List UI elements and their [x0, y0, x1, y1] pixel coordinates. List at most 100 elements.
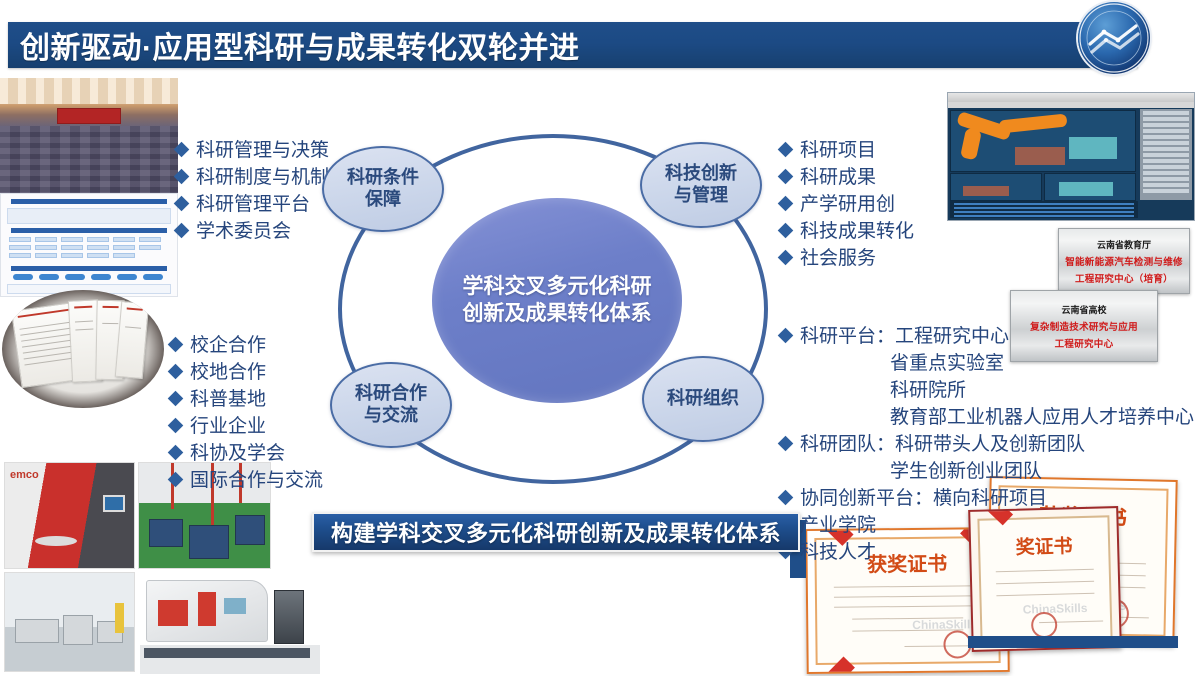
photo-detail	[15, 619, 59, 643]
diagram-ring	[338, 134, 768, 484]
list-item-sublabel: 省重点实验室	[890, 352, 1005, 374]
list-item-label: 科研管理与决策	[196, 140, 330, 161]
photo-detail	[35, 253, 57, 258]
list-item-label: 产业学院	[800, 514, 877, 536]
photo-detail	[87, 237, 109, 242]
diamond-bullet-icon	[173, 141, 190, 158]
college-emblem-logo	[1078, 2, 1150, 74]
certificate-watermark: ChinaSkills	[1022, 600, 1088, 617]
list-item-label: 国际合作与交流	[190, 469, 324, 491]
photo-detail	[948, 93, 1194, 102]
list-item-label: 科普基地	[190, 388, 267, 410]
list-item: 科技人才	[777, 540, 1194, 567]
photo-detail	[11, 228, 167, 233]
photo-detail	[963, 186, 1009, 196]
list-item-label: 协同创新平台：横向科研项目	[800, 487, 1048, 509]
diagram-core-label: 学科交叉多元化科研 创新及成果转化体系	[463, 274, 652, 328]
photo-detail	[198, 592, 216, 626]
photo-detail	[950, 110, 1136, 172]
photo-detail	[211, 463, 214, 533]
photo-detail	[0, 126, 178, 193]
plaque-title-line2: 工程研究中心	[1054, 339, 1114, 350]
diagram-node-research-organization[interactable]: 科研组织	[642, 356, 764, 442]
diagram-node-research-cooperation[interactable]: 科研合作 与交流	[330, 362, 452, 448]
list-item-label: 科研团队：科研带头人及创新团队	[800, 433, 1086, 455]
photo-detail	[143, 274, 163, 280]
photo-detail	[35, 237, 57, 242]
list-item: 科研制度与机制	[173, 165, 329, 192]
photo-detail	[1059, 182, 1113, 196]
photo-detail	[63, 615, 93, 645]
photo-detail	[144, 648, 310, 658]
list-item-label: 学术委员会	[196, 220, 292, 242]
plaque-issuer: 云南省高校	[1061, 304, 1107, 315]
list-item: 国际合作与交流	[167, 468, 324, 495]
bullet-list-cooperation: 校企合作 校地合作 科普基地 行业企业 科协及学会 国际合作与交流	[167, 333, 324, 495]
photo-detail	[91, 274, 111, 280]
diamond-bullet-icon	[167, 417, 184, 434]
list-item: 科研平台：工程研究中心	[777, 324, 1194, 351]
list-item-label: 科研平台：工程研究中心	[800, 326, 1010, 347]
page-title: 创新驱动·应用型科研与成果转化双轮并进	[20, 32, 580, 65]
plaque-yunnan-education-dept: 云南省教育厅 智能新能源汽车检测与维修 工程研究中心（培育）	[1058, 228, 1190, 294]
diamond-bullet-icon	[167, 390, 184, 407]
photo-detail	[13, 274, 33, 280]
photo-detail	[103, 495, 125, 512]
photo-detail	[274, 590, 304, 644]
slide-title-bar: 创新驱动·应用型科研与成果转化双轮并进	[8, 22, 1138, 68]
list-item-sublabel: 教育部工业机器人应用人才培养中心	[890, 406, 1195, 428]
list-item-label: 社会服务	[800, 247, 877, 269]
machine-cutaway-render	[140, 570, 320, 674]
core-line-1: 学科交叉多元化科研	[462, 274, 652, 298]
summary-banner: 构建学科交叉多元化科研创新及成果转化体系	[312, 512, 800, 552]
list-item: 科协及学会	[167, 441, 323, 468]
diamond-bullet-icon	[167, 444, 184, 461]
list-item: 科研管理与决策	[173, 138, 330, 165]
diamond-bullet-icon	[167, 471, 184, 488]
photo-detail	[0, 78, 178, 104]
photo-detail	[960, 127, 982, 161]
diamond-bullet-icon	[173, 222, 190, 239]
photo-detail	[9, 237, 31, 242]
node-line-2: 与管理	[674, 185, 728, 205]
plaque-title-line1: 智能新能源汽车检测与维修	[1065, 257, 1183, 268]
diagram-node-tech-innovation[interactable]: 科技创新 与管理	[640, 142, 762, 228]
photo-detail	[11, 266, 167, 271]
photo-detail	[113, 237, 135, 242]
photo-detail	[65, 274, 85, 280]
photo-detail	[87, 253, 109, 258]
list-item: 科研项目	[777, 138, 914, 165]
photo-detail	[39, 274, 59, 280]
cleanroom-automation-photo	[4, 572, 135, 672]
list-item: 科普基地	[167, 387, 323, 414]
summary-banner-label: 构建学科交叉多元化科研创新及成果转化体系	[330, 521, 781, 546]
list-item-label: 校地合作	[190, 361, 267, 383]
list-item: 科研团队：科研带头人及创新团队	[777, 432, 1194, 459]
photo-detail	[9, 253, 31, 258]
central-diagram: 学科交叉多元化科研 创新及成果转化体系 科研条件 保障 科技创新 与管理 科研合…	[312, 120, 792, 510]
core-line-2: 创新及成果转化体系	[462, 301, 652, 325]
diagram-node-label: 科研组织	[667, 388, 739, 410]
photo-detail	[1015, 147, 1065, 165]
photo-detail	[7, 208, 171, 224]
photo-detail	[113, 253, 135, 258]
node-line-2: 与交流	[364, 405, 418, 425]
diamond-bullet-icon	[167, 336, 184, 353]
photo-detail	[1044, 173, 1136, 201]
research-documents-photo	[2, 290, 164, 408]
photo-detail	[9, 245, 31, 250]
list-item: 科技成果转化	[777, 219, 914, 246]
list-item: 协同创新平台：横向科研项目	[777, 486, 1194, 513]
photo-detail	[113, 245, 135, 250]
node-line-2: 保障	[365, 189, 401, 209]
photo-detail	[117, 274, 137, 280]
photo-detail	[224, 598, 246, 614]
diamond-bullet-icon	[167, 363, 184, 380]
node-line-1: 科技创新	[665, 163, 737, 184]
certificate-watermark: ChinaSkills	[912, 617, 978, 632]
bullet-list-research-management: 科研管理与决策 科研制度与机制 科研管理平台 学术委员会	[173, 138, 330, 246]
diagram-node-research-conditions[interactable]: 科研条件 保障	[322, 146, 444, 232]
photo-detail	[61, 245, 83, 250]
diagram-node-label: 科技创新 与管理	[665, 163, 737, 207]
